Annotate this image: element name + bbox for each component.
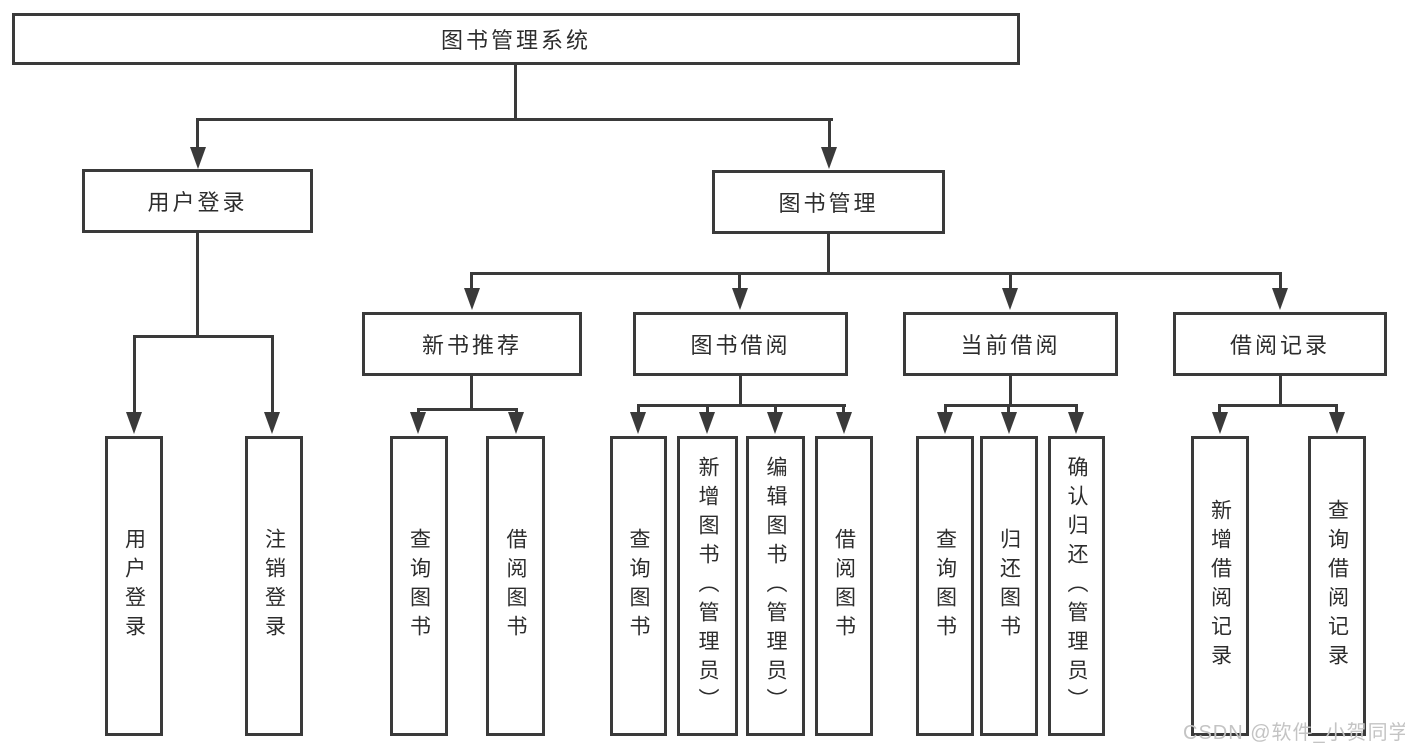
leaf-user-login-label: 用户登录 [122, 528, 146, 644]
connector-borrowing-bar [637, 404, 846, 407]
connector-to-leaf-user-login [133, 335, 136, 412]
arrow-down-icon-book-management [821, 147, 837, 169]
node-borrowing-records-label: 借阅记录 [1229, 333, 1330, 358]
connector-user-login-stem [196, 233, 199, 335]
connector-to-book-borrowing [738, 272, 741, 290]
connector-root-bar [196, 118, 833, 121]
connector-recommend-bar [417, 408, 518, 411]
arrow-down-icon-query-record [1329, 412, 1345, 434]
connector-records-stem [1279, 376, 1282, 404]
leaf-recommend-query-books: 查询图书 [390, 436, 448, 736]
connector-to-current-query [944, 404, 947, 414]
connector-to-borrowing-records [1279, 272, 1282, 290]
leaf-logout: 注销登录 [245, 436, 303, 736]
node-root: 图书管理系统 [12, 13, 1020, 65]
node-book-borrowing-label: 图书借阅 [690, 333, 791, 358]
arrow-down-icon-current-borrowing [1002, 288, 1018, 310]
leaf-borrowing-query-books: 查询图书 [610, 436, 667, 736]
leaf-current-query-books: 查询图书 [916, 436, 974, 736]
leaf-return-books: 归还图书 [980, 436, 1038, 736]
node-user-login: 用户登录 [82, 169, 313, 233]
leaf-user-login: 用户登录 [105, 436, 163, 736]
leaf-logout-label: 注销登录 [262, 528, 286, 644]
connector-to-add-record [1218, 404, 1221, 414]
node-book-management: 图书管理 [712, 170, 945, 234]
connector-current-stem [1009, 376, 1012, 404]
connector-current-bar [944, 404, 1078, 407]
connector-to-query-record [1335, 404, 1338, 414]
leaf-return-books-label: 归还图书 [997, 528, 1021, 644]
connector-borrowing-stem [739, 376, 742, 404]
connector-to-book-management [828, 118, 831, 150]
leaf-edit-books-admin-label: 编辑图书（管理员） [764, 455, 787, 717]
arrow-down-icon-return-books [1001, 412, 1017, 434]
arrow-down-icon-recommend-query [410, 412, 426, 434]
leaf-confirm-return-admin: 确认归还（管理员） [1048, 436, 1105, 736]
connector-to-new-book-recommend [470, 272, 473, 290]
arrow-down-icon-leaf-user-login [126, 412, 142, 434]
connector-to-user-login [196, 118, 199, 150]
leaf-borrow-books-label: 借阅图书 [832, 528, 856, 644]
leaf-borrow-books: 借阅图书 [815, 436, 873, 736]
leaf-add-books-admin: 新增图书（管理员） [677, 436, 738, 736]
arrow-down-icon-borrow-books [836, 412, 852, 434]
leaf-query-borrow-record: 查询借阅记录 [1308, 436, 1366, 736]
connector-to-borrow-books [842, 404, 845, 414]
arrow-down-icon-add-books [699, 412, 715, 434]
leaf-add-borrow-record-label: 新增借阅记录 [1208, 499, 1232, 673]
node-book-management-label: 图书管理 [778, 191, 879, 216]
connector-book-management-stem [827, 234, 830, 275]
node-borrowing-records: 借阅记录 [1173, 312, 1387, 376]
node-user-login-label: 用户登录 [147, 190, 248, 215]
arrow-down-icon-borrowing-records [1272, 288, 1288, 310]
node-book-borrowing: 图书借阅 [633, 312, 848, 376]
arrow-down-icon-borrowing-query [630, 412, 646, 434]
leaf-recommend-borrow-books-label: 借阅图书 [504, 528, 527, 644]
arrow-down-icon-new-book-recommend [464, 288, 480, 310]
arrow-down-icon-book-borrowing [732, 288, 748, 310]
leaf-edit-books-admin: 编辑图书（管理员） [746, 436, 805, 736]
arrow-down-icon-leaf-logout [264, 412, 280, 434]
node-new-book-recommend: 新书推荐 [362, 312, 582, 376]
watermark: CSDN @软件_小贺同学 [1183, 722, 1405, 744]
connector-to-leaf-logout [271, 335, 274, 412]
connector-book-management-bar [470, 272, 1282, 275]
connector-to-confirm-return [1075, 404, 1078, 414]
leaf-add-books-admin-label: 新增图书（管理员） [696, 455, 719, 717]
connector-to-current-borrowing [1009, 272, 1012, 290]
connector-recommend-stem [470, 376, 473, 408]
connector-to-return-books [1007, 404, 1010, 414]
arrow-down-icon-recommend-borrow [508, 412, 524, 434]
node-current-borrowing: 当前借阅 [903, 312, 1118, 376]
node-new-book-recommend-label: 新书推荐 [421, 333, 522, 358]
arrow-down-icon-current-query [937, 412, 953, 434]
arrow-down-icon-edit-books [767, 412, 783, 434]
node-root-label: 图书管理系统 [440, 28, 591, 53]
connector-to-borrowing-query [637, 404, 640, 414]
leaf-confirm-return-admin-label: 确认归还（管理员） [1065, 455, 1088, 717]
connector-to-add-books [706, 404, 709, 414]
leaf-recommend-query-books-label: 查询图书 [407, 528, 431, 644]
connector-to-edit-books [774, 404, 777, 414]
leaf-query-borrow-record-label: 查询借阅记录 [1325, 499, 1349, 673]
connector-root-stem [514, 63, 517, 118]
leaf-borrowing-query-books-label: 查询图书 [627, 528, 650, 644]
leaf-recommend-borrow-books: 借阅图书 [486, 436, 545, 736]
arrow-down-icon-user-login [190, 147, 206, 169]
node-current-borrowing-label: 当前借阅 [960, 333, 1061, 358]
arrow-down-icon-confirm-return [1068, 412, 1084, 434]
leaf-add-borrow-record: 新增借阅记录 [1191, 436, 1249, 736]
connector-user-login-bar [133, 335, 274, 338]
leaf-current-query-books-label: 查询图书 [933, 528, 957, 644]
arrow-down-icon-add-record [1212, 412, 1228, 434]
connector-records-bar [1219, 404, 1338, 407]
